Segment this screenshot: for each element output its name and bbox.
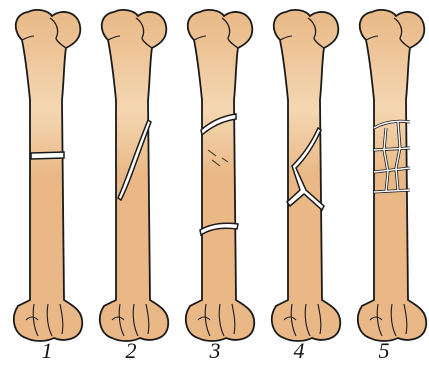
- bone-5: [348, 0, 429, 366]
- bone-4-drawing: [262, 0, 348, 366]
- bone-1-drawing: [4, 0, 90, 366]
- bone-2-drawing: [90, 0, 176, 366]
- bone-label-1: 1: [27, 338, 67, 364]
- bone-4: [262, 0, 348, 366]
- bone-5-drawing: [348, 0, 429, 366]
- bone-2: [90, 0, 176, 366]
- bone-3-drawing: [176, 0, 262, 366]
- bone-label-2: 2: [111, 338, 151, 364]
- bone-3: [176, 0, 262, 366]
- bone-label-4: 4: [279, 338, 319, 364]
- bone-label-5: 5: [364, 338, 404, 364]
- bone-label-3: 3: [195, 338, 235, 364]
- transverse-fracture-line: [31, 152, 64, 159]
- bone-1: [4, 0, 90, 366]
